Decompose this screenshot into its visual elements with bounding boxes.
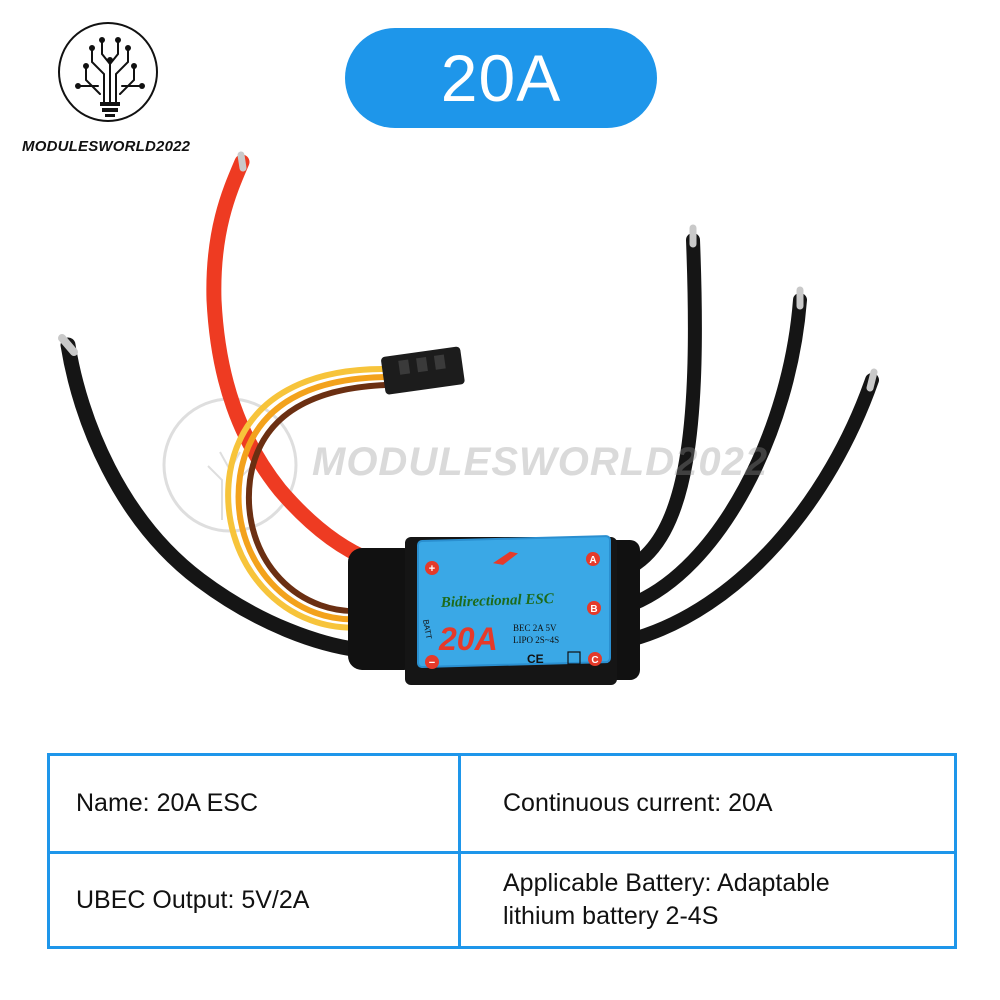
battery-negative-wire [60,337,368,658]
battery-positive-wire [206,154,378,568]
spec-battery-line2: lithium battery 2-4S [503,902,719,930]
spec-ubec: UBEC Output: 5V/2A [50,851,458,946]
servo-connector [381,346,465,395]
motor-wire-a [618,233,702,577]
spec-battery-line1: Applicable Battery: Adaptable [503,869,830,897]
pad-a-label: A [589,555,596,566]
weee-icon [567,651,581,665]
watermark-text: MODULESWORLD2022 [312,440,769,484]
label-rating: 20A [438,621,498,657]
brand-logo [58,22,158,122]
pad-a [586,552,600,566]
esc-heatshrink-left [348,548,418,670]
brand-name: MODULESWORLD2022 [22,138,191,155]
motor-wire-b [623,293,807,612]
spec-battery: Applicable Battery: Adaptable lithium ba… [458,851,954,946]
pad-plus [425,561,439,575]
label-ce: CE [527,652,544,666]
label-batt: BATT [421,619,433,640]
pad-b [587,601,601,615]
pad-c-label: C [591,655,598,666]
motor-wire-c [623,373,879,647]
pad-minus [425,655,439,669]
rating-badge: 20A [345,28,657,128]
wire-tip-left [58,334,78,356]
servo-wire-yellow [225,365,389,631]
servo-wire-orange [235,374,387,623]
pad-plus-label: + [429,563,435,575]
pad-c [588,652,602,666]
esc-product-image: + − A B C Bidirectional ESC 20A BEC 2A 5… [58,151,879,685]
pad-b-label: B [590,604,597,615]
specs-table: Name: 20A ESC Continuous current: 20A UB… [47,753,957,949]
spec-current: Continuous current: 20A [458,756,954,851]
wire-tip-c [866,368,878,392]
label-title: Bidirectional ESC [440,591,555,611]
esc-label [417,535,611,668]
pad-minus-label: − [429,657,435,669]
servo-wire-brown [245,382,386,615]
circuit-lightbulb-icon [75,37,145,117]
wire-tip-red [237,151,247,172]
rating-badge-label: 20A [440,41,562,115]
label-lipo: LIPO 2S~4S [513,635,559,645]
label-logo-icon [493,551,518,565]
label-bec: BEC 2A 5V [513,623,557,633]
spec-name: Name: 20A ESC [76,789,259,817]
